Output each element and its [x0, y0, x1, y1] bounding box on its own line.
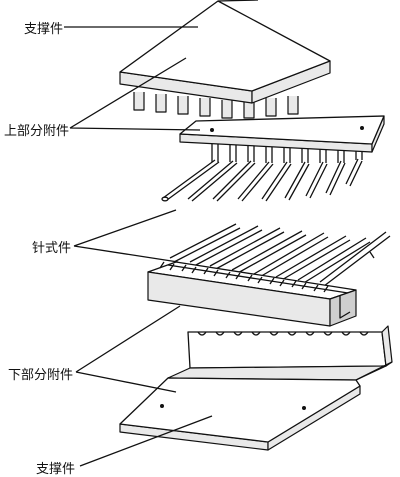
upper-attachment-hole-left — [210, 128, 214, 132]
pin-type-pins — [169, 223, 391, 287]
top-support-fins — [133, 92, 299, 119]
label-upper-attachment: 上部分附件 — [4, 124, 70, 139]
leader-lines — [64, 26, 213, 467]
lower-attachment-upright — [187, 331, 387, 369]
upper-attachment-teeth — [211, 143, 363, 163]
leader-bottom-support — [79, 415, 213, 467]
bottom-support-top-face — [119, 377, 361, 443]
upper-attachment-part — [161, 115, 385, 202]
bottom-support-hole-left — [160, 404, 164, 408]
upper-attachment-top — [179, 115, 385, 145]
upper-attachment-pins — [161, 158, 363, 202]
leader-upper-attachment — [69, 57, 201, 131]
label-bottom-support: 支撑件 — [36, 462, 76, 477]
top-support-part — [119, 0, 331, 119]
leader-pin-type — [73, 209, 179, 263]
pin-type-part — [147, 223, 391, 327]
bottom-support-hole-right — [302, 406, 306, 410]
upper-attachment-hole-right — [360, 126, 364, 130]
bottom-support-part — [119, 377, 361, 451]
leader-lower-attachment — [75, 305, 181, 393]
pin-type-grooves — [159, 261, 329, 293]
lower-attachment-notches — [197, 331, 369, 336]
label-lower-attachment: 下部分附件 — [8, 368, 74, 383]
label-pin-type: 针式件 — [32, 241, 72, 256]
label-top-support: 支撑件 — [24, 22, 64, 37]
top-support-top-face — [119, 0, 331, 92]
pin-type-channel-end — [329, 289, 357, 327]
lower-attachment-part — [167, 325, 393, 381]
